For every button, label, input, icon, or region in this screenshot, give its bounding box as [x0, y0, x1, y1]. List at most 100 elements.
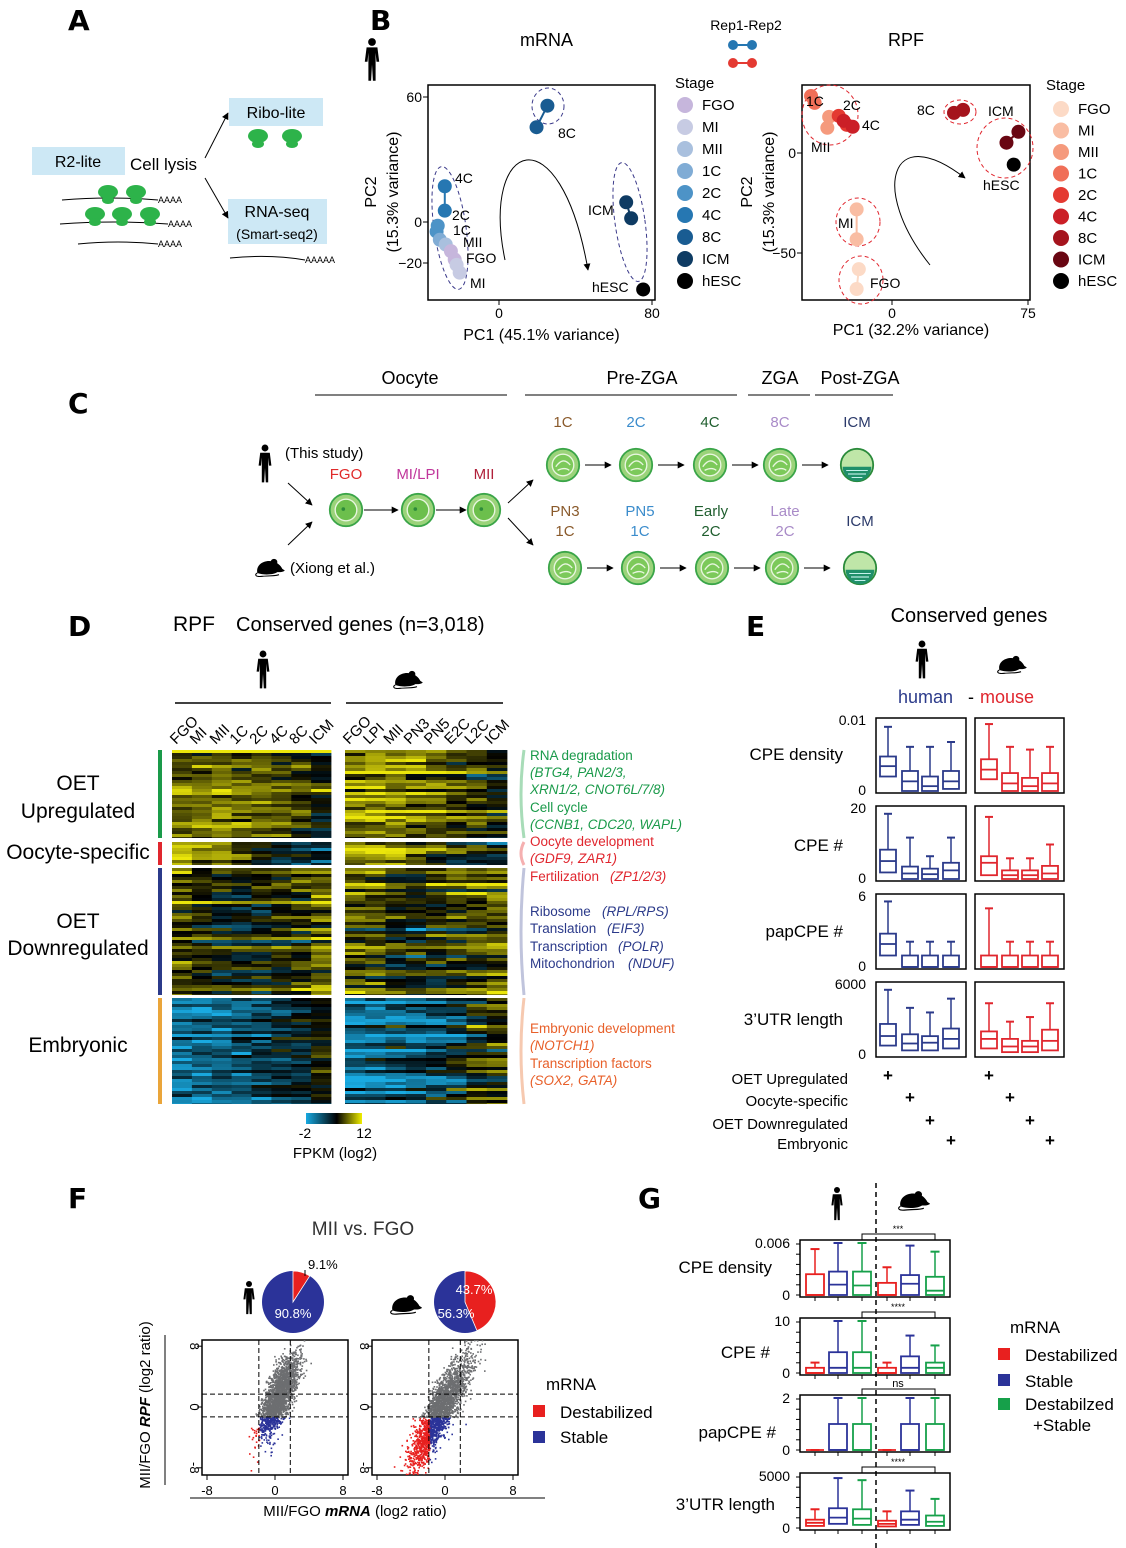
heatmap-cell — [385, 825, 407, 828]
heatmap-cell — [291, 877, 312, 880]
heatmap-cell — [311, 795, 332, 798]
scatter-point — [305, 1358, 307, 1361]
scatter-point — [460, 1385, 462, 1387]
scatter-point — [471, 1366, 473, 1368]
heatmap-cell — [271, 1034, 292, 1037]
heatmap-cell — [365, 792, 386, 795]
heatmap-cell — [446, 871, 467, 874]
legend-swatch — [1053, 230, 1069, 246]
scatter-point — [461, 1365, 463, 1367]
scatter-point — [282, 1383, 284, 1385]
heatmap-cell — [211, 1052, 233, 1055]
heatmap-cell — [385, 1013, 407, 1016]
scatter-point — [276, 1397, 279, 1399]
heatmap-cell — [405, 874, 427, 877]
heatmap-cell — [172, 848, 193, 851]
scatter-point — [278, 1380, 280, 1382]
scatter-point — [268, 1439, 270, 1442]
heatmap-cell — [311, 813, 332, 816]
heatmap-cell — [466, 822, 488, 825]
heatmap-cell — [191, 958, 213, 961]
heatmap-cell — [466, 988, 488, 991]
heatmap-cell — [271, 789, 292, 792]
heatmap-cell — [291, 863, 312, 865]
scatter-point — [277, 1438, 279, 1440]
human-icon — [258, 444, 272, 483]
scatter-point — [287, 1406, 289, 1408]
human-icon — [243, 1280, 255, 1315]
heatmap-cell — [311, 934, 332, 937]
heatmap-cell — [291, 1100, 312, 1103]
heatmap-cell — [211, 795, 233, 798]
heatmap-cell — [251, 1076, 272, 1079]
scatter-point — [424, 1406, 426, 1409]
heatmap-cell — [466, 985, 488, 988]
heatmap-cell — [365, 886, 386, 889]
heatmap-cell — [271, 783, 292, 786]
scatter-point — [269, 1443, 271, 1445]
heatmap-cell — [446, 985, 467, 988]
scatter-point — [258, 1439, 261, 1442]
scatter-point — [393, 1466, 396, 1468]
heatmap-cell — [446, 898, 467, 901]
scatter-point — [285, 1376, 287, 1379]
heatmap-cell — [426, 854, 447, 857]
scatter-point — [434, 1388, 437, 1391]
scatter-point — [277, 1407, 279, 1409]
scatter-point — [273, 1377, 276, 1380]
box — [879, 1023, 897, 1047]
heatmap-cell — [405, 982, 427, 985]
heatmap-cell — [405, 985, 427, 988]
scatter-point — [443, 1427, 445, 1429]
mouse-icon — [255, 558, 286, 578]
heatmap-cell — [172, 837, 193, 838]
scatter-point — [258, 1434, 260, 1437]
heatmap-cell — [231, 795, 252, 798]
heatmap-cell — [426, 1010, 447, 1013]
heatmap-cell — [345, 768, 366, 771]
scatter-point — [279, 1378, 282, 1381]
heatmap-cell — [385, 837, 407, 838]
cluster-outline — [801, 84, 859, 146]
heatmap-cell — [405, 774, 427, 777]
scatter-point — [273, 1388, 275, 1391]
heatmap-cell — [172, 919, 193, 922]
heatmap-cell — [345, 922, 366, 925]
heatmap-cell — [486, 848, 508, 851]
heatmap-cell — [405, 919, 427, 922]
heatmap-cell — [211, 845, 233, 848]
ribosome-icon — [130, 196, 142, 204]
heatmap-cell — [385, 1079, 407, 1082]
scatter-point — [279, 1413, 281, 1416]
heatmap-cell — [385, 895, 407, 898]
heatmap-cell — [191, 964, 213, 967]
heatmap-cell — [311, 1061, 332, 1064]
heatmap-cell — [191, 925, 213, 928]
heatmap-cell — [311, 1028, 332, 1031]
scatter-point — [425, 1426, 427, 1428]
heatmap-cell — [486, 901, 508, 904]
scatter-point — [285, 1358, 287, 1361]
scatter-point — [301, 1368, 303, 1370]
heatmap-cell — [211, 804, 233, 807]
heatmap-cell — [271, 1064, 292, 1067]
heatmap-cell — [211, 1031, 233, 1034]
heatmap-cell — [291, 1070, 312, 1073]
heatmap-cell — [365, 1022, 386, 1025]
scatter-point — [274, 1398, 277, 1401]
heatmap-cell — [385, 768, 407, 771]
scatter-point — [291, 1353, 294, 1356]
heatmap-cell — [426, 1097, 447, 1100]
heatmap-cell — [211, 949, 233, 952]
scatter-point — [277, 1415, 279, 1417]
heatmap-cell — [345, 831, 366, 834]
scatter-point — [277, 1379, 279, 1382]
scatter-point — [287, 1380, 290, 1383]
scatter-point — [299, 1369, 301, 1372]
heatmap-cell — [271, 756, 292, 759]
heatmap-cell — [172, 976, 193, 979]
heatmap-cell — [191, 946, 213, 949]
heatmap-cell — [405, 753, 427, 756]
scatter-point — [266, 1392, 269, 1395]
scatter-point — [286, 1363, 289, 1366]
